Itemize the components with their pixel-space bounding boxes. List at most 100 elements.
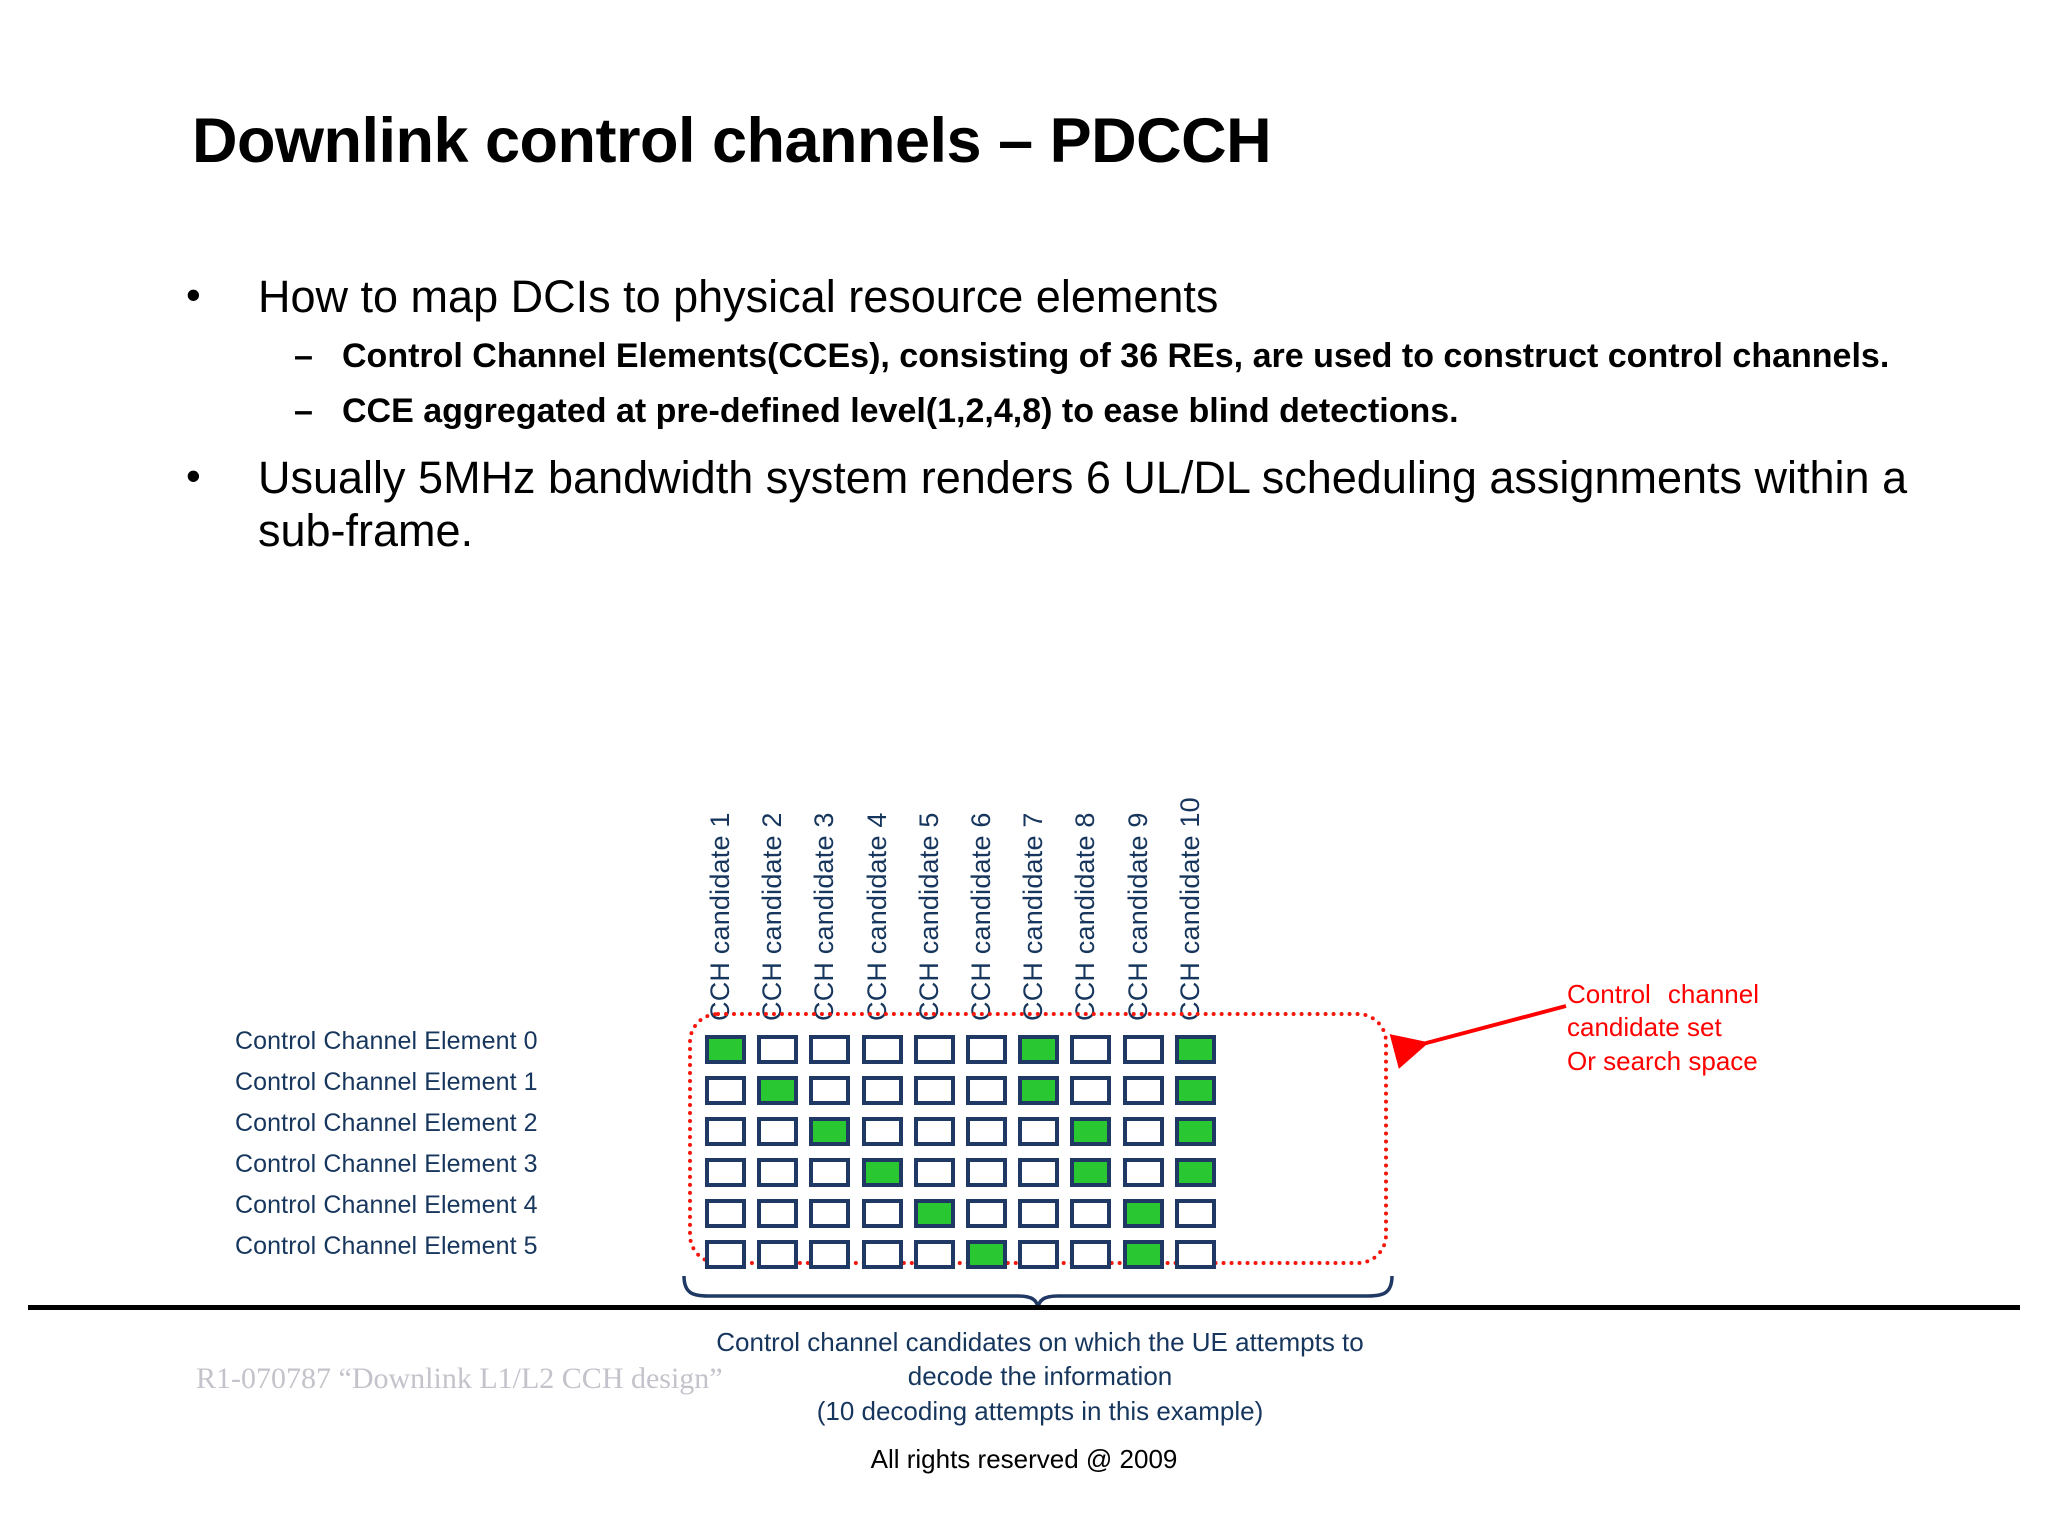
- sub-bullet-text: CCE aggregated at pre-defined level(1,2,…: [342, 391, 1459, 430]
- cce-cell-r5-c6[interactable]: [966, 1240, 1007, 1269]
- cce-cell-r2-c7[interactable]: [1018, 1117, 1060, 1146]
- cce-cell-r0-c5[interactable]: [913, 1035, 955, 1064]
- cce-cell-r4-c1[interactable]: [705, 1199, 746, 1228]
- cce-cell-r2-c6[interactable]: [966, 1117, 1007, 1146]
- column-label-candidate-1: CCH candidate 1: [705, 812, 735, 1021]
- cce-cell-r4-c3[interactable]: [809, 1199, 851, 1228]
- cce-cell-r4-c6[interactable]: [966, 1199, 1007, 1228]
- cce-cell-r5-c8[interactable]: [1070, 1240, 1112, 1269]
- cce-cell-r2-c5[interactable]: [913, 1117, 955, 1146]
- cce-cell-r3-c10[interactable]: [1174, 1158, 1216, 1187]
- cce-cell-r0-c2[interactable]: [757, 1035, 799, 1064]
- cce-cell-r1-c8[interactable]: [1070, 1076, 1112, 1105]
- cce-cell-r0-c6[interactable]: [966, 1035, 1007, 1064]
- cce-cell-r0-c3[interactable]: [809, 1035, 851, 1064]
- cce-cell-r1-c2[interactable]: [757, 1076, 799, 1105]
- cce-cell-r1-c1[interactable]: [705, 1076, 746, 1105]
- cce-cell-r1-c7[interactable]: [1018, 1076, 1060, 1105]
- bullet-marker: •: [186, 451, 201, 499]
- cce-cell-r1-c6[interactable]: [966, 1076, 1007, 1105]
- cce-cell-r0-c1[interactable]: [705, 1035, 746, 1064]
- column-label-candidate-5: CCH candidate 5: [913, 812, 944, 1021]
- caption-line-2: decode the information: [907, 1361, 1173, 1392]
- cce-cell-r1-c4[interactable]: [861, 1076, 903, 1105]
- cce-cell-r0-c7[interactable]: [1018, 1035, 1060, 1064]
- cce-cell-r2-c10[interactable]: [1174, 1117, 1216, 1146]
- cce-cell-r2-c4[interactable]: [861, 1117, 903, 1146]
- cce-cell-r5-c3[interactable]: [809, 1240, 851, 1269]
- sub-bullet-marker: –: [294, 337, 313, 376]
- sub-bullet-item-1: – Control Channel Elements(CCEs), consis…: [186, 335, 1946, 378]
- cce-cell-r0-c4[interactable]: [861, 1035, 903, 1064]
- column-label-candidate-6: CCH candidate 6: [966, 812, 996, 1021]
- cce-cell-r4-c7[interactable]: [1018, 1199, 1060, 1228]
- footer-divider: [28, 1305, 2020, 1310]
- cce-cell-r5-c2[interactable]: [757, 1240, 799, 1269]
- cce-cell-r2-c3[interactable]: [809, 1117, 851, 1146]
- cce-cell-r5-c10[interactable]: [1174, 1240, 1216, 1269]
- cce-cell-r3-c2[interactable]: [757, 1158, 799, 1187]
- cce-cell-r5-c7[interactable]: [1018, 1240, 1060, 1269]
- cce-cell-r3-c3[interactable]: [809, 1158, 851, 1187]
- bullet-list: • How to map DCIs to physical resource e…: [186, 270, 1946, 561]
- bullet-text: Usually 5MHz bandwidth system renders 6 …: [258, 451, 1908, 556]
- cce-cell-r5-c5[interactable]: [913, 1240, 955, 1269]
- cce-cell-r4-c4[interactable]: [861, 1199, 903, 1228]
- cce-cell-r3-c1[interactable]: [705, 1158, 746, 1187]
- reference-citation: R1-070787 “Downlink L1/L2 CCH design”: [196, 1362, 723, 1395]
- cce-cell-r5-c1[interactable]: [705, 1240, 746, 1269]
- column-label-candidate-9: CCH candidate 9: [1122, 812, 1153, 1021]
- page-title: Downlink control channels – PDCCH: [192, 106, 1272, 176]
- cce-cell-r4-c2[interactable]: [757, 1199, 799, 1228]
- cce-cell-r3-c6[interactable]: [966, 1158, 1007, 1187]
- bullet-text: How to map DCIs to physical resource ele…: [258, 271, 1219, 322]
- cce-cell-r3-c7[interactable]: [1018, 1158, 1060, 1187]
- search-space-annotation: Control channel candidate set Or search …: [1567, 978, 1782, 1078]
- bullet-marker: •: [186, 271, 201, 318]
- row-label-cce-2: Control Channel Element 2: [235, 1109, 538, 1137]
- cce-cell-r5-c4[interactable]: [861, 1240, 903, 1269]
- sub-bullet-text: Control Channel Elements(CCEs), consisti…: [342, 337, 1890, 376]
- cce-cell-r4-c9[interactable]: [1122, 1199, 1164, 1228]
- cce-cell-r1-c5[interactable]: [913, 1076, 955, 1105]
- column-label-candidate-8: CCH candidate 8: [1070, 812, 1101, 1021]
- cce-cell-r1-c9[interactable]: [1122, 1076, 1164, 1105]
- copyright-notice: All rights reserved @ 2009: [870, 1444, 1178, 1474]
- column-label-candidate-3: CCH candidate 3: [809, 812, 840, 1021]
- bullet-item-1: • How to map DCIs to physical resource e…: [186, 270, 1946, 323]
- cce-cell-r3-c8[interactable]: [1070, 1158, 1112, 1187]
- callout-arrow-icon: [1389, 1004, 1567, 1069]
- cce-cell-r1-c3[interactable]: [809, 1076, 851, 1105]
- cce-cell-r0-c8[interactable]: [1070, 1035, 1112, 1064]
- row-label-cce-1: Control Channel Element 1: [235, 1068, 538, 1096]
- cce-cell-r3-c9[interactable]: [1122, 1158, 1164, 1187]
- cce-cell-r0-c10[interactable]: [1174, 1035, 1216, 1064]
- cce-cell-r2-c8[interactable]: [1070, 1117, 1112, 1146]
- annotation-word-control: Control: [1567, 979, 1651, 1009]
- sub-bullet-group-1: – Control Channel Elements(CCEs), consis…: [186, 335, 1946, 433]
- row-label-cce-4: Control Channel Element 4: [235, 1191, 538, 1219]
- cce-cell-r2-c9[interactable]: [1122, 1117, 1164, 1146]
- cce-cell-r5-c9[interactable]: [1122, 1240, 1164, 1269]
- column-label-candidate-10: CCH candidate 10: [1174, 797, 1205, 1021]
- sub-bullet-item-2: – CCE aggregated at pre-defined level(1,…: [186, 390, 1946, 433]
- cce-cell-r4-c5[interactable]: [913, 1199, 955, 1228]
- cce-cell-r2-c2[interactable]: [757, 1117, 799, 1146]
- column-label-candidate-4: CCH candidate 4: [861, 812, 892, 1021]
- row-label-cce-5: Control Channel Element 5: [235, 1232, 538, 1260]
- cce-cell-r3-c4[interactable]: [861, 1158, 903, 1187]
- cce-cell-r1-c10[interactable]: [1174, 1076, 1216, 1105]
- bullet-item-2: • Usually 5MHz bandwidth system renders …: [186, 451, 1946, 557]
- cce-cell-r0-c9[interactable]: [1122, 1035, 1164, 1064]
- caption-line-3: (10 decoding attempts in this example): [816, 1395, 1264, 1426]
- annotation-word-channel: channel: [1667, 979, 1759, 1009]
- cce-cell-r3-c5[interactable]: [913, 1158, 955, 1187]
- cce-cell-r2-c1[interactable]: [705, 1117, 746, 1146]
- sub-bullet-marker: –: [294, 391, 313, 430]
- row-label-cce-0: Control Channel Element 0: [235, 1027, 538, 1055]
- grid-brace-icon: [682, 1275, 1394, 1311]
- cce-cell-r4-c10[interactable]: [1174, 1199, 1216, 1228]
- caption-line-1: Control channel candidates on which the …: [716, 1327, 1364, 1357]
- cce-cell-r4-c8[interactable]: [1070, 1199, 1112, 1228]
